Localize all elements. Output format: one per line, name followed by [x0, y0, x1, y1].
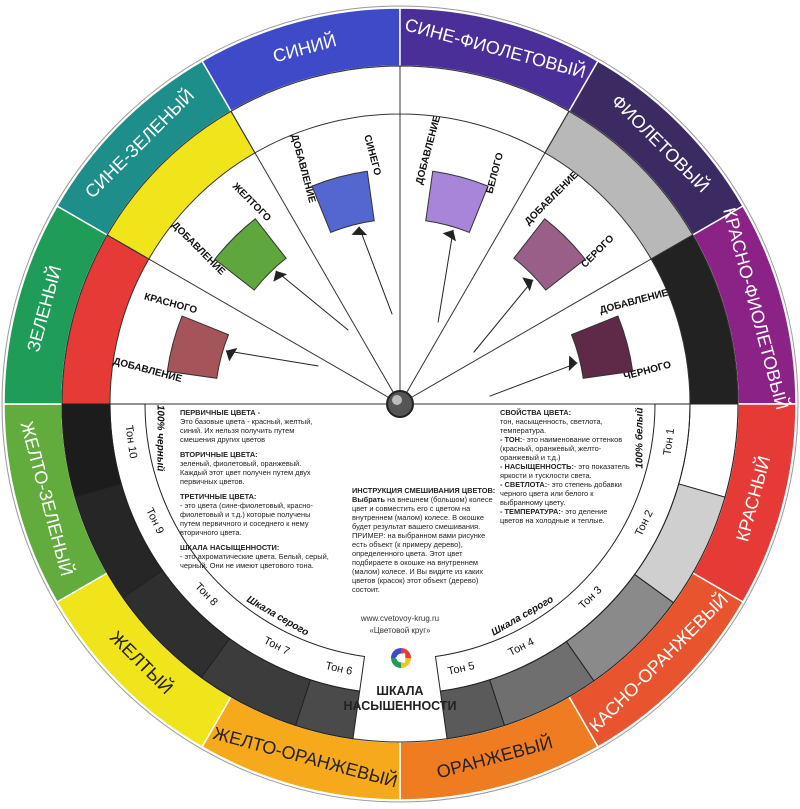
grey-tone-label-10: Тон 10 [122, 424, 139, 459]
tone-bold: - ТОН: [500, 435, 523, 444]
mixing-arrow-1 [225, 350, 319, 367]
grey-label-band-right [434, 403, 691, 692]
mixing-arrowhead-2 [273, 270, 288, 282]
white-endpoint-label: 100% белый [634, 408, 646, 469]
mixing-swatch-2 [214, 218, 287, 291]
tone-text: - это наименование оттенков (красный, ор… [500, 435, 623, 462]
black-endpoint-label: 100% черный [154, 405, 165, 472]
mixing-arrow-6 [489, 362, 578, 397]
grey-tone-label-1: Тон 1 [661, 428, 677, 457]
mixing-swatch-4 [425, 170, 489, 234]
mixing-arrow-5 [473, 279, 534, 353]
properties-intro: тон, насыщенность, светлота, температура… [500, 417, 603, 435]
instruction-title: ИНСТРУКЦИЯ СМЕШИВАНИЯ ЦВЕТОВ: [352, 486, 496, 495]
mixing-arrow-4 [437, 229, 454, 323]
secondary-text: зеленый, фиолетовый, оранжевый. Каждый э… [180, 459, 311, 486]
properties-title: СВОЙСТВА ЦВЕТА: [500, 408, 572, 417]
mixing-arrowhead-6 [568, 355, 578, 372]
spoke-5 [399, 234, 693, 405]
mixing-arrow-3 [358, 226, 393, 315]
center-pin-highlight [392, 395, 402, 405]
mixing-swatch-3 [311, 170, 375, 234]
primary-title: ПЕРВИЧНЫЕ ЦВЕТА - [180, 408, 261, 417]
instruction-choose-text: на внешнем (большом) колесе цвет и совме… [352, 495, 493, 531]
mixing-arrowhead-3 [351, 226, 368, 236]
spoke-4 [399, 111, 570, 405]
lightness-bold: - СВЕТЛОТА: [500, 480, 548, 489]
tertiary-text: - это цвета (сине-фиолетовый, красно-фио… [180, 501, 313, 537]
saturation-bold: - НАСЫЩЕННОСТЬ: [500, 462, 574, 471]
saturation-text: - это ахроматические цвета. Белый, серый… [180, 552, 329, 570]
temperature-text: - это деление цветов на холодные и теплы… [500, 507, 608, 525]
brand-name: «Цветовой круг» [369, 626, 431, 635]
title-line-1: ШКАЛА [376, 684, 424, 698]
mixing-swatch-5 [513, 218, 586, 291]
spoke-2 [230, 111, 401, 405]
grey-tone-label-5: Тон 5 [447, 660, 476, 678]
tertiary-title: ТРЕТИЧНЫЕ ЦВЕТА: [180, 492, 257, 501]
title-line-2: НАСЫШЕННОСТИ [343, 699, 457, 713]
saturation-prop-text: - это показатель яркости и тусклости све… [500, 462, 630, 480]
info-center: ИНСТРУКЦИЯ СМЕШИВАНИЯ ЦВЕТОВ:Выбрать на … [352, 486, 502, 600]
instruction-example-text: ПРИМЕР: на выбранном вами рисунке есть о… [352, 531, 486, 594]
mixing-arrowhead-1 [225, 348, 238, 362]
mixing-swatch-6 [570, 315, 634, 379]
mixing-arrowhead-4 [442, 229, 456, 242]
site-url[interactable]: www.cvetovoy-krug.ru [360, 614, 440, 623]
brand-logo-icon [391, 648, 411, 668]
secondary-title: ВТОРИЧНЫЕ ЦВЕТА: [180, 450, 258, 459]
instruction-choose-bold: Выбрать [352, 495, 386, 504]
saturation-title: ШКАЛА НАСЫЩЕННОСТИ: [180, 543, 280, 552]
grey-tone-label-6: Тон 6 [324, 660, 353, 678]
primary-text: Это базовые цвета - красный, желтый, син… [180, 417, 313, 444]
temperature-bold: - ТЕМПЕРАТУРА: [500, 507, 561, 516]
saturation-title-block: ШКАЛА НАСЫШЕННОСТИ [330, 684, 470, 714]
lightness-text: - это степень добавки черного цвета или … [500, 480, 622, 507]
grey-label-band-left [109, 403, 366, 692]
info-left: ПЕРВИЧНЫЕ ЦВЕТА -Это базовые цвета - кра… [180, 408, 330, 576]
spoke-1 [107, 234, 401, 405]
mixing-swatch-1 [166, 315, 230, 379]
mixing-arrow-2 [275, 270, 349, 331]
site-block: www.cvetovoy-krug.ru «Цветовой круг» [330, 613, 470, 637]
info-right: СВОЙСТВА ЦВЕТА:тон, насыщенность, светло… [500, 408, 630, 531]
mixing-arrowhead-5 [522, 277, 534, 292]
